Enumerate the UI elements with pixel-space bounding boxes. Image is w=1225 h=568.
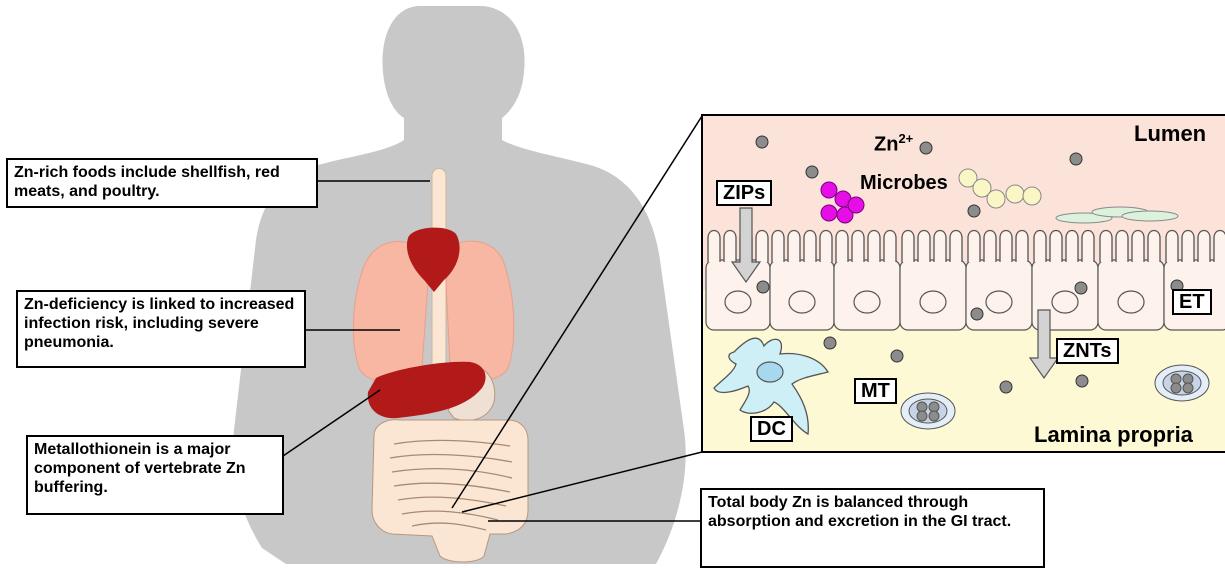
zinc-charge: 2+	[898, 131, 913, 146]
epithelial-cells	[706, 260, 1225, 330]
callout-zn-rich-foods: Zn-rich foods include shellfish, red mea…	[6, 158, 318, 208]
mt-vesicle	[901, 393, 955, 429]
lamina-propria-label: Lamina propria	[1034, 422, 1193, 448]
mt-vesicle-right	[1155, 365, 1209, 401]
zinc-ion-label: Zn2+	[874, 131, 913, 157]
lumen-label: Lumen	[1134, 121, 1206, 147]
et-label: ET	[1172, 289, 1212, 315]
callout-zn-balance: Total body Zn is balanced through absorp…	[700, 488, 1045, 568]
zinc-symbol: Zn	[874, 134, 898, 156]
callout-zn-deficiency: Zn-deficiency is linked to increased inf…	[16, 290, 306, 368]
dc-label: DC	[750, 416, 793, 442]
callout-metallothionein: Metallothionein is a major component of …	[26, 435, 284, 515]
microbes-label: Microbes	[860, 172, 948, 195]
zips-label: ZIPs	[716, 180, 772, 206]
mt-label: MT	[854, 378, 897, 404]
znts-label: ZNTs	[1056, 338, 1119, 364]
